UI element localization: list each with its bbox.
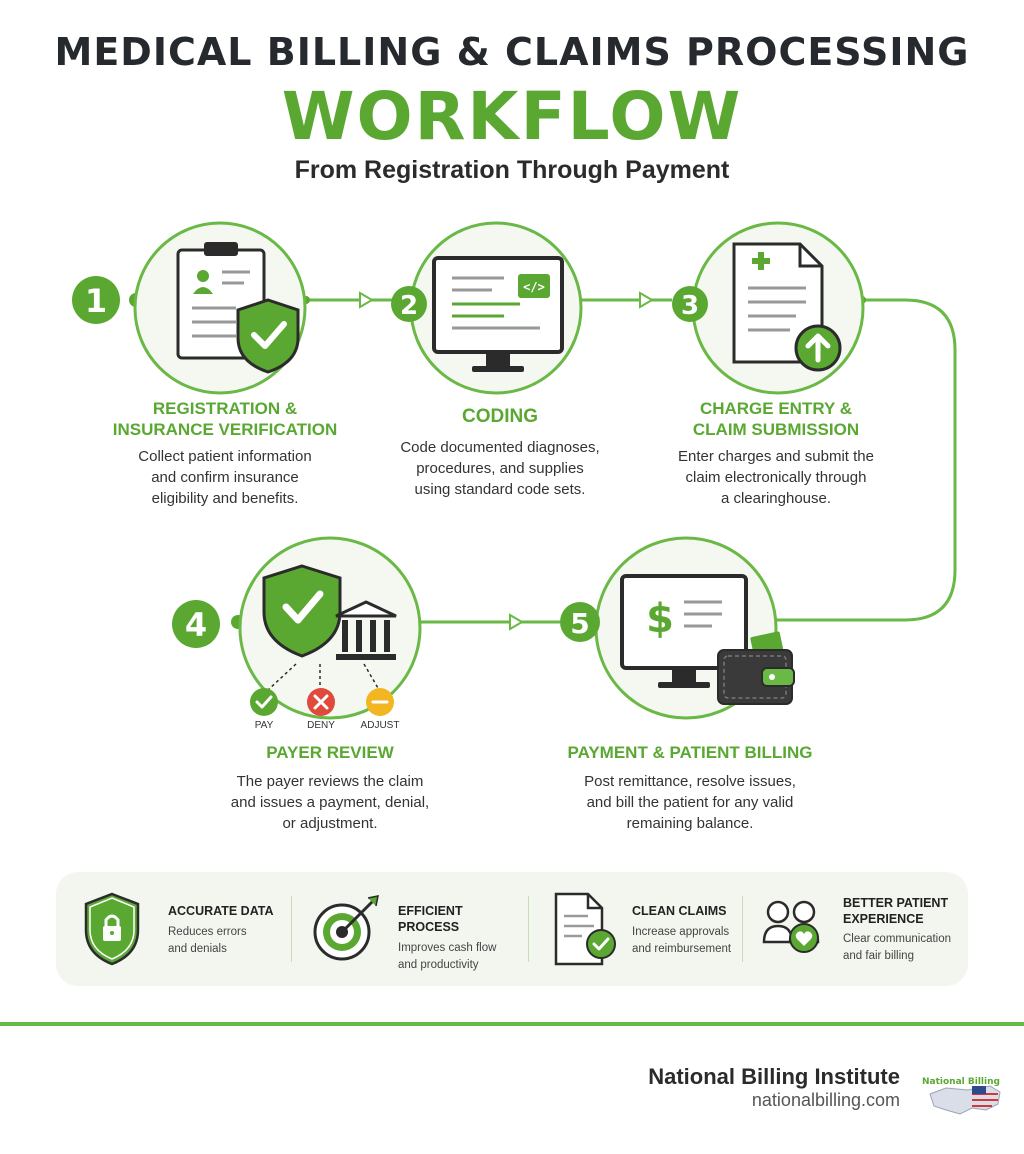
step-3-number: 3 (681, 291, 699, 321)
step-1-number: 1 (85, 282, 107, 320)
step-4-desc-3: or adjustment. (282, 815, 378, 832)
step-4-text: PAYER REVIEW The payer reviews the claim… (220, 742, 440, 834)
svg-text:</>: </> (523, 280, 545, 294)
step-4-desc-2: and issues a payment, denial, (230, 794, 430, 811)
step-5-title: PAYMENT & PATIENT BILLING (567, 743, 813, 762)
benefit-title: BETTER PATIENT (843, 896, 949, 910)
step-1-title-2: INSURANCE VERIFICATION (112, 420, 338, 439)
step-1-badge (72, 276, 120, 324)
step-1-text: REGISTRATION & INSURANCE VERIFICATION Co… (100, 398, 350, 509)
benefit-title: ACCURATE DATA (168, 904, 274, 918)
step-2-badge (391, 286, 427, 322)
step-3-title-2: CLAIM SUBMISSION (692, 420, 860, 439)
step-5-text: PAYMENT & PATIENT BILLING Post remittanc… (550, 742, 830, 834)
workflow-connectors (134, 298, 957, 624)
step-1-title: REGISTRATION & (152, 399, 298, 418)
patients-heart-icon (762, 900, 820, 953)
step-2-text: CODING Code documented diagnoses, proced… (380, 406, 620, 500)
outcome-pay-label: PAY (254, 720, 274, 731)
step-5-number: 5 (570, 607, 589, 640)
adjust-icon (366, 688, 394, 716)
benefit-title: CLEAN CLAIMS (632, 904, 727, 918)
benefit-divider (742, 896, 743, 962)
benefits-icons (84, 892, 820, 966)
benefit-desc: Improves cash flow (398, 942, 497, 954)
company-logo: National Billing (922, 1077, 1001, 1115)
page-title: MEDICAL BILLING & CLAIMS PROCESSING (54, 30, 970, 74)
step-1-desc-3: eligibility and benefits. (151, 490, 299, 507)
step-5-desc-2: and bill the patient for any valid (586, 794, 794, 811)
deny-icon (307, 688, 335, 716)
step-5-desc-1: Post remittance, resolve issues, (584, 773, 796, 790)
monitor-code-icon: </> (432, 256, 564, 372)
step-3-desc-3: a clearinghouse. (720, 490, 832, 507)
outcome-deny-label: DENY (307, 720, 335, 731)
benefit-divider (291, 896, 292, 962)
benefit-accurate-data: ACCURATE DATA Reduces errors and denials (168, 903, 288, 958)
step-1-desc-1: Collect patient information (138, 448, 312, 465)
arrow-icon (639, 291, 654, 309)
benefit-title: EFFICIENT PROCESS (398, 904, 463, 934)
logo-text: National Billing (922, 1077, 1000, 1087)
step-2-desc-3: using standard code sets. (414, 481, 586, 498)
step-3-text: CHARGE ENTRY & CLAIM SUBMISSION Enter ch… (656, 398, 896, 509)
benefit-efficient-process: EFFICIENT PROCESS Improves cash flow and… (398, 903, 526, 974)
clean-claim-icon (554, 892, 616, 966)
website-link[interactable]: nationalbilling.com (751, 1090, 900, 1110)
step-4-number: 4 (185, 606, 207, 644)
benefit-desc: Reduces errors (168, 926, 247, 938)
page-title-workflow: WORKFLOW (281, 78, 743, 155)
wallet-icon (717, 631, 795, 705)
benefit-desc: Increase approvals (632, 926, 730, 938)
bank-icon (335, 600, 397, 660)
benefit-patient-experience: BETTER PATIENT EXPERIENCE Clear communic… (843, 895, 963, 965)
arrow-icon (509, 613, 524, 631)
svg-text:$: $ (646, 596, 674, 642)
brand-name: National Billing Institute (648, 1064, 900, 1089)
step-2-desc-2: procedures, and supplies (416, 460, 584, 477)
outcome-adjust-label: ADJUST (360, 720, 400, 731)
step-5-desc-3: remaining balance. (626, 815, 754, 832)
benefit-clean-claims: CLEAN CLAIMS Increase approvals and reim… (632, 903, 740, 958)
pay-icon (250, 688, 278, 716)
benefit-desc: and reimbursement (632, 943, 732, 955)
footer-divider (0, 1022, 1024, 1026)
step-1-desc-2: and confirm insurance (151, 469, 299, 486)
step-3-badge (672, 286, 708, 322)
step-2-number: 2 (400, 291, 418, 321)
step-3-desc-2: claim electronically through (685, 469, 867, 486)
step-5-badge (560, 602, 600, 642)
page-subtitle: From Registration Through Payment (294, 156, 730, 184)
benefit-title-2: EXPERIENCE (843, 912, 924, 926)
shield-check-icon (236, 298, 300, 374)
benefit-desc: Clear communication (843, 933, 952, 945)
benefit-desc: and productivity (398, 959, 479, 971)
benefit-desc: and fair billing (843, 950, 914, 962)
document-upload-icon (732, 242, 842, 372)
step-2-title: CODING (462, 406, 538, 427)
step-4-desc-1: The payer reviews the claim (236, 773, 424, 790)
monitor-dollar-icon: $ (620, 574, 748, 688)
benefit-desc: and denials (168, 943, 227, 955)
step-2-desc-1: Code documented diagnoses, (400, 439, 600, 456)
workflow-diagram: </> (72, 221, 957, 720)
shield-lock-icon (84, 892, 140, 966)
step-4-title: PAYER REVIEW (266, 743, 394, 762)
step-3-title: CHARGE ENTRY & (699, 399, 853, 418)
arrow-icon (359, 291, 374, 309)
target-icon (313, 895, 379, 961)
step-4-badge (172, 600, 220, 648)
shield-check-icon (262, 564, 342, 658)
benefit-divider (528, 896, 529, 962)
step-3-desc-1: Enter charges and submit the (678, 448, 874, 465)
